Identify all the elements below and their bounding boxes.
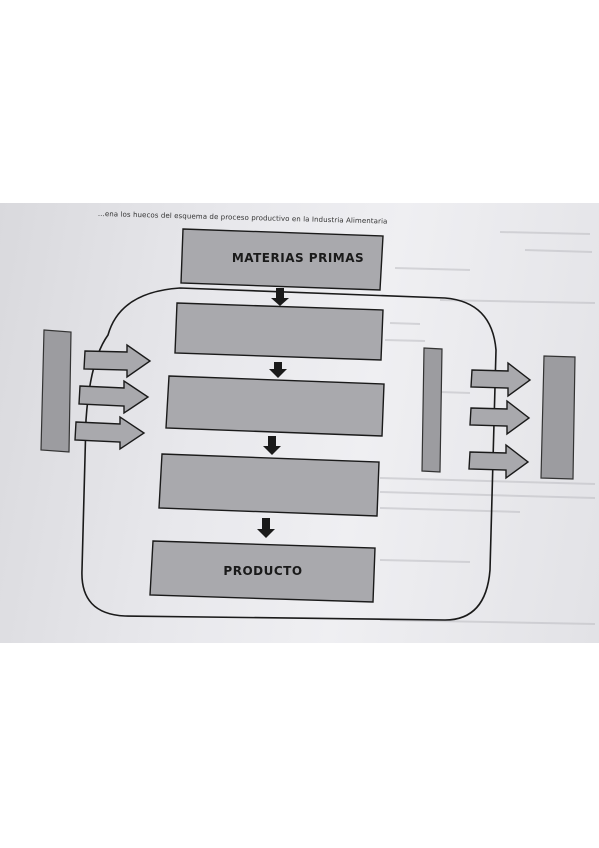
input-arrow-2 xyxy=(78,379,150,415)
product-label: PRODUCTO xyxy=(223,564,302,578)
blank-process-step-1 xyxy=(174,302,384,361)
output-arrow-1 xyxy=(470,361,532,398)
input-arrow-1 xyxy=(83,343,152,379)
output-arrow-3 xyxy=(468,443,530,480)
product-box: PRODUCTO xyxy=(149,540,376,603)
blank-output-bar xyxy=(540,355,576,480)
process-enclosure xyxy=(81,287,497,621)
blank-input-bar xyxy=(40,329,72,453)
output-arrow-2 xyxy=(469,399,531,436)
faint-background-text xyxy=(379,231,596,625)
blank-process-step-3 xyxy=(158,453,380,517)
flow-arrow-3 xyxy=(263,436,281,455)
flow-arrow-2 xyxy=(269,362,287,378)
raw-materials-box: MATERIAS PRIMAS xyxy=(180,228,384,291)
blank-process-step-2 xyxy=(165,375,385,437)
output-arrows xyxy=(468,361,532,480)
flow-arrow-4 xyxy=(257,518,275,538)
flow-arrow-1 xyxy=(271,288,289,306)
blank-output-inner-bar xyxy=(421,347,443,473)
input-arrow-3 xyxy=(74,415,146,451)
input-arrows xyxy=(74,343,152,451)
raw-materials-label: MATERIAS PRIMAS xyxy=(232,251,364,265)
